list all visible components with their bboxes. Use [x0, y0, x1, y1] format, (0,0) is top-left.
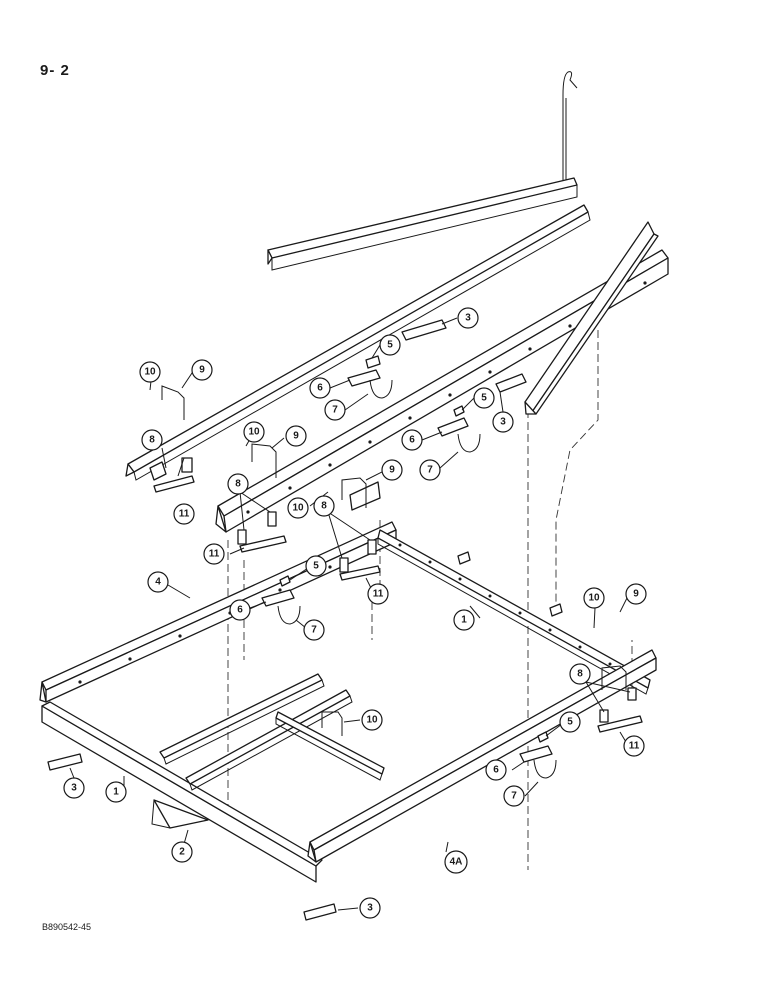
callout-10-c: 10 — [287, 497, 309, 519]
svg-text:5: 5 — [481, 393, 487, 404]
svg-text:8: 8 — [321, 501, 327, 512]
svg-text:9: 9 — [633, 589, 639, 600]
callout-9-d: 9 — [625, 583, 647, 605]
svg-text:6: 6 — [317, 383, 323, 394]
svg-text:10: 10 — [144, 367, 156, 378]
front-channel — [41, 701, 323, 883]
svg-text:11: 11 — [629, 741, 640, 752]
callout-4: 4 — [147, 571, 169, 593]
callout-7-a: 7 — [324, 399, 346, 421]
svg-text:5: 5 — [313, 561, 319, 572]
svg-text:7: 7 — [511, 791, 517, 802]
callout-6-c: 6 — [229, 599, 251, 621]
callout-8-d: 8 — [569, 663, 591, 685]
svg-text:1: 1 — [461, 615, 467, 626]
callout-8-a: 8 — [141, 429, 163, 451]
right-side-rail — [377, 529, 651, 695]
signal-rod — [562, 71, 578, 188]
svg-text:7: 7 — [332, 405, 338, 416]
callout-5-c: 5 — [305, 555, 327, 577]
callout-1-b: 1 — [105, 781, 127, 803]
bracket-hardware — [47, 319, 643, 921]
svg-text:11: 11 — [209, 549, 220, 560]
svg-text:9: 9 — [293, 431, 299, 442]
page-number: 9- 2 — [40, 62, 70, 79]
svg-text:7: 7 — [311, 625, 317, 636]
svg-text:6: 6 — [493, 765, 499, 776]
svg-text:11: 11 — [373, 589, 384, 600]
cross-members — [159, 673, 385, 791]
svg-text:5: 5 — [567, 717, 573, 728]
svg-text:4: 4 — [155, 577, 161, 588]
upper-rail — [125, 204, 591, 481]
svg-text:9: 9 — [389, 465, 395, 476]
callout-7-d: 7 — [503, 785, 525, 807]
callout-11-d: 11 — [623, 735, 645, 757]
svg-text:5: 5 — [387, 340, 393, 351]
svg-text:10: 10 — [248, 427, 260, 438]
callout-6-a: 6 — [309, 377, 331, 399]
svg-text:3: 3 — [367, 903, 373, 914]
svg-text:10: 10 — [588, 593, 600, 604]
svg-text:8: 8 — [577, 669, 583, 680]
callout-2: 2 — [171, 841, 193, 863]
callout-8-b: 8 — [227, 473, 249, 495]
callout-9-a: 9 — [191, 359, 213, 381]
callout-5-d: 5 — [559, 711, 581, 733]
callout-7-b: 7 — [419, 459, 441, 481]
svg-text:10: 10 — [366, 715, 378, 726]
callout-9-c: 9 — [381, 459, 403, 481]
callout-1-a: 1 — [453, 609, 475, 631]
callout-9-b: 9 — [285, 425, 307, 447]
callout-5-b: 5 — [473, 387, 495, 409]
svg-text:1: 1 — [113, 787, 119, 798]
callout-4a: 4A — [444, 850, 468, 874]
callout-6-b: 6 — [401, 429, 423, 451]
callout-10-b: 10 — [243, 421, 265, 443]
callout-10-a: 10 — [139, 361, 161, 383]
middle-rail — [215, 249, 669, 533]
svg-text:6: 6 — [409, 435, 415, 446]
callout-8-c: 8 — [313, 495, 335, 517]
callout-3-c: 3 — [63, 777, 85, 799]
svg-text:3: 3 — [500, 417, 506, 428]
gusset-plate — [151, 799, 209, 829]
callout-11-c: 11 — [367, 583, 389, 605]
top-angle-iron — [267, 177, 578, 271]
svg-text:4A: 4A — [450, 857, 463, 868]
svg-text:2: 2 — [179, 847, 185, 858]
callout-11-a: 11 — [173, 503, 195, 525]
svg-text:3: 3 — [465, 313, 471, 324]
rear-right-channel — [307, 649, 657, 863]
callout-5-a: 5 — [379, 334, 401, 356]
callout-3-b: 3 — [492, 411, 514, 433]
svg-text:9: 9 — [199, 365, 205, 376]
callout-10-e: 10 — [361, 709, 383, 731]
callout-11-b: 11 — [203, 543, 225, 565]
svg-text:8: 8 — [235, 479, 241, 490]
svg-text:6: 6 — [237, 605, 243, 616]
callout-3-d: 3 — [359, 897, 381, 919]
callout-3-a: 3 — [457, 307, 479, 329]
svg-text:11: 11 — [179, 509, 190, 520]
callout-10-d: 10 — [583, 587, 605, 609]
svg-text:3: 3 — [71, 783, 77, 794]
svg-text:10: 10 — [292, 503, 304, 514]
svg-text:7: 7 — [427, 465, 433, 476]
callout-7-c: 7 — [303, 619, 325, 641]
svg-text:8: 8 — [149, 435, 155, 446]
callout-6-d: 6 — [485, 759, 507, 781]
upright-angle-iron — [524, 221, 659, 415]
figure-id: B890542-45 — [42, 922, 92, 932]
